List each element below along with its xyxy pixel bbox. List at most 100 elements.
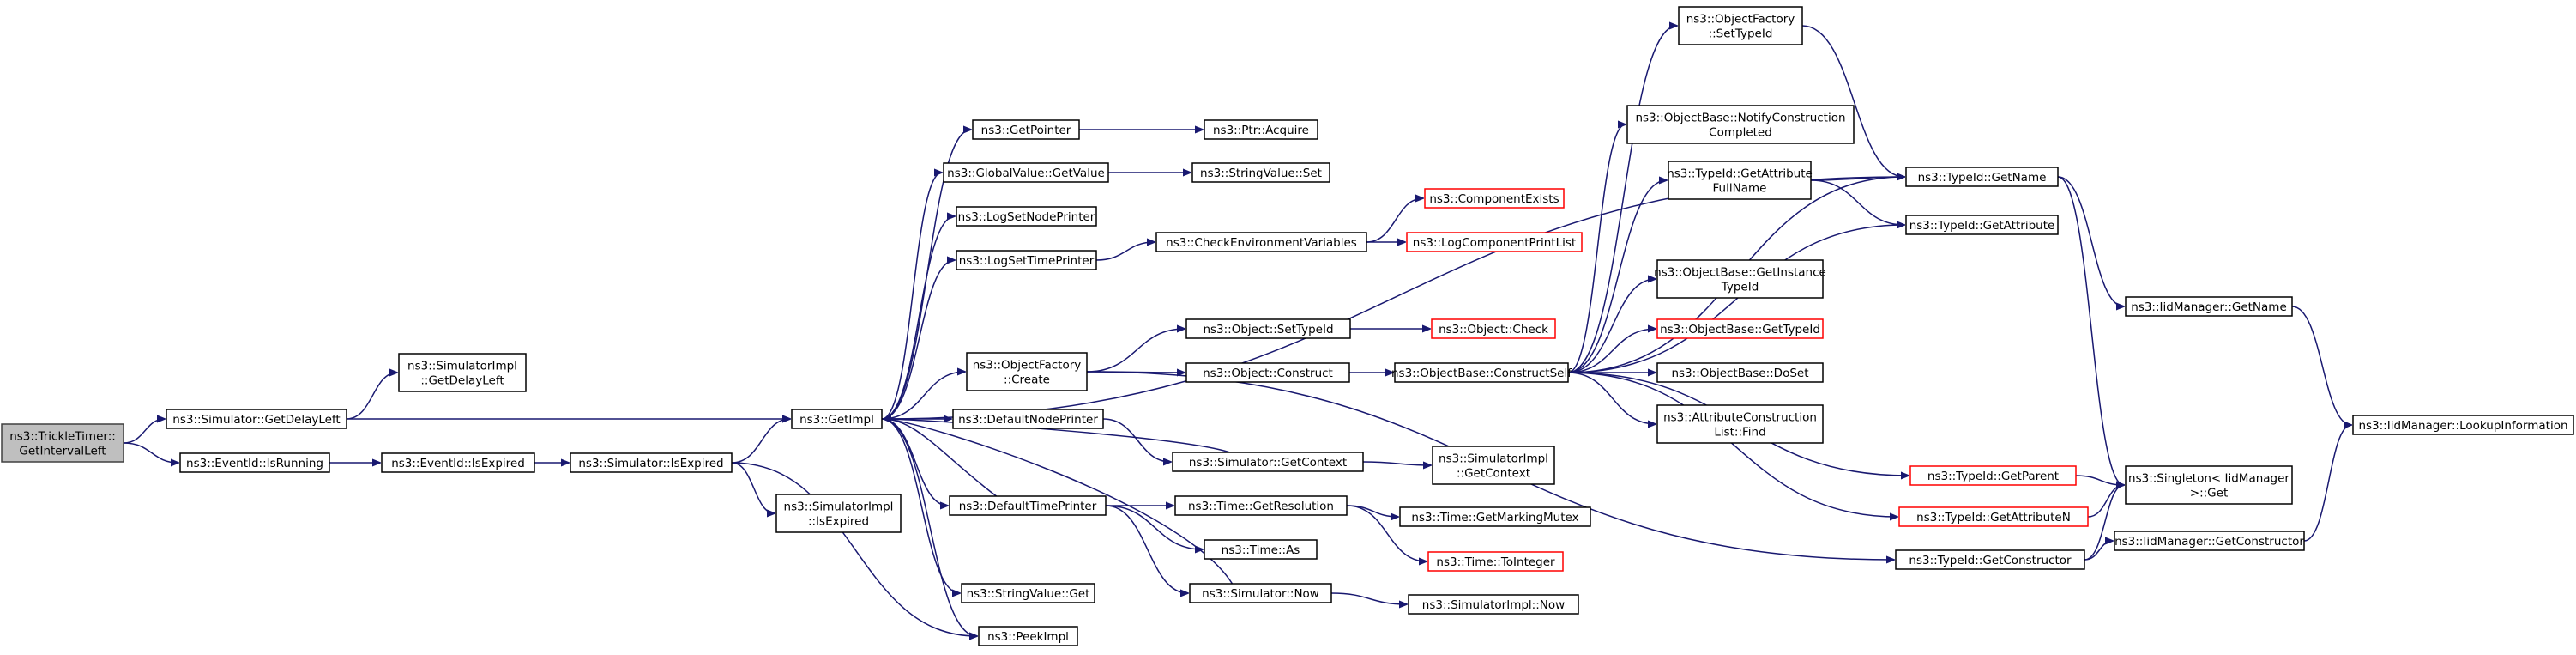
node-label: FullName: [1713, 182, 1767, 196]
node-siie[interactable]: ns3::SimulatorImpl::IsExpired: [775, 494, 902, 533]
node-label: ns3::PeekImpl: [987, 630, 1069, 644]
edge-gi-to-svg: [881, 418, 960, 593]
node-dtp[interactable]: ns3::DefaultTimePrinter: [949, 495, 1107, 516]
node-gdl[interactable]: ns3::Simulator::GetDelayLeft: [166, 409, 347, 429]
node-box: [1678, 6, 1803, 45]
node-label: ::SetTypeId: [1709, 27, 1773, 41]
node-obgt[interactable]: ns3::ObjectBase::GetTypeId: [1656, 318, 1824, 339]
node-label: ns3::DefaultNodePrinter: [958, 413, 1098, 427]
node-label: ns3::Singleton< IidManager: [2128, 472, 2289, 486]
edge-sgc-to-sigc: [1362, 461, 1431, 465]
edge-gi-to-gvgv: [881, 173, 942, 420]
node-eie[interactable]: ns3::EventId::IsExpired: [381, 452, 535, 473]
node-box: [1204, 539, 1318, 560]
node-box: [961, 583, 1095, 603]
node-dnp[interactable]: ns3::DefaultNodePrinter: [952, 409, 1104, 429]
node-tigc[interactable]: ns3::TypeId::GetConstructor: [1895, 549, 2085, 570]
node-obnc[interactable]: ns3::ObjectBase::NotifyConstructionCompl…: [1626, 105, 1855, 144]
node-label: ns3::TypeId::GetAttribute: [1667, 167, 1813, 181]
node-lcpl[interactable]: ns3::LogComponentPrintList: [1406, 232, 1583, 252]
node-label: ns3::DefaultTimePrinter: [959, 500, 1097, 513]
node-svs[interactable]: ns3::StringValue::Set: [1191, 162, 1330, 183]
node-oc[interactable]: ns3::Object::Check: [1431, 318, 1556, 339]
node-cev[interactable]: ns3::CheckEnvironmentVariables: [1155, 232, 1367, 252]
node-label: ns3::SimulatorImpl: [784, 500, 894, 514]
edge-sn-to-sin: [1330, 592, 1407, 604]
edge-tt-to-gdl: [123, 419, 165, 444]
node-box: [1656, 404, 1824, 444]
node-label: ns3::TypeId::GetName: [1918, 171, 2047, 185]
node-box: [1, 423, 124, 463]
node-pa[interactable]: ns3::Ptr::Acquire: [1204, 119, 1318, 140]
node-tgmm[interactable]: ns3::Time::GetMarkingMutex: [1399, 506, 1591, 527]
node-label: ns3::GetPointer: [981, 124, 1071, 137]
node-box: [1432, 446, 1555, 485]
node-box: [966, 352, 1088, 391]
node-label: ns3::Simulator::GetContext: [1189, 456, 1347, 470]
node-ofst[interactable]: ns3::ObjectFactory::SetTypeId: [1678, 6, 1803, 45]
node-label: ns3::Object::Check: [1439, 323, 1548, 337]
node-sgc[interactable]: ns3::Simulator::GetContext: [1172, 452, 1364, 472]
node-imgc[interactable]: ns3::IidManager::GetConstructor: [2114, 531, 2305, 551]
node-tti[interactable]: ns3::Time::ToInteger: [1427, 551, 1564, 572]
node-sigdl[interactable]: ns3::SimulatorImpl::GetDelayLeft: [398, 353, 527, 392]
node-sn[interactable]: ns3::Simulator::Now: [1189, 583, 1332, 603]
node-tiga[interactable]: ns3::TypeId::GetAttribute: [1905, 215, 2059, 235]
edge-obcs-to-obgt: [1567, 329, 1656, 373]
edge-tigc-to-imgc: [2084, 541, 2113, 561]
node-obcs[interactable]: ns3::ObjectBase::ConstructSelf: [1391, 362, 1572, 383]
node-box: [179, 452, 330, 473]
node-box: [2114, 531, 2305, 551]
node-sie[interactable]: ns3::Simulator::IsExpired: [570, 452, 733, 473]
node-lstp[interactable]: ns3::LogSetTimePrinter: [956, 250, 1097, 270]
node-box: [2352, 415, 2574, 435]
node-box: [1185, 318, 1351, 339]
node-gi[interactable]: ns3::GetImpl: [791, 409, 883, 429]
node-box: [1172, 452, 1364, 472]
node-box: [1174, 495, 1348, 516]
node-sin[interactable]: ns3::SimulatorImpl::Now: [1408, 594, 1579, 615]
node-box: [1895, 549, 2085, 570]
node-tt[interactable]: ns3::TrickleTimer::GetIntervalLeft: [1, 423, 124, 463]
node-ocon[interactable]: ns3::Object::Construct: [1185, 362, 1350, 383]
node-pi[interactable]: ns3::PeekImpl: [978, 626, 1078, 646]
edge-imgn-to-imli: [2291, 306, 2351, 425]
node-lsnp[interactable]: ns3::LogSetNodePrinter: [956, 206, 1097, 227]
node-ost[interactable]: ns3::Object::SetTypeId: [1185, 318, 1351, 339]
edge-dtp-to-sn: [1105, 505, 1188, 593]
node-imli[interactable]: ns3::IidManager::LookupInformation: [2352, 415, 2574, 435]
node-label: ns3::ObjectBase::ConstructSelf: [1391, 367, 1572, 380]
edge-tigafn-to-tiga: [1810, 179, 1904, 225]
edge-tt-to-eir: [123, 442, 178, 463]
node-box: [972, 119, 1080, 140]
node-svg[interactable]: ns3::StringValue::Get: [961, 583, 1095, 603]
node-gvgv[interactable]: ns3::GlobalValue::GetValue: [943, 162, 1109, 183]
node-label: ns3::Simulator::Now: [1202, 587, 1319, 601]
node-eir[interactable]: ns3::EventId::IsRunning: [179, 452, 330, 473]
node-ce[interactable]: ns3::ComponentExists: [1424, 188, 1565, 209]
node-box: [1431, 318, 1556, 339]
node-tgr[interactable]: ns3::Time::GetResolution: [1174, 495, 1348, 516]
node-gp[interactable]: ns3::GetPointer: [972, 119, 1080, 140]
node-tigp[interactable]: ns3::TypeId::GetParent: [1909, 465, 2077, 486]
nodes-layer: ns3::TrickleTimer::GetIntervalLeftns3::S…: [1, 6, 2574, 646]
node-label: ns3::ObjectBase::NotifyConstruction: [1635, 112, 1845, 125]
node-box: [1668, 161, 1812, 200]
node-tigan[interactable]: ns3::TypeId::GetAttributeN: [1898, 506, 2089, 527]
node-ofc[interactable]: ns3::ObjectFactory::Create: [966, 352, 1088, 391]
node-sigc[interactable]: ns3::SimulatorImpl::GetContext: [1432, 446, 1555, 485]
node-tign[interactable]: ns3::TypeId::GetName: [1905, 167, 2059, 187]
edge-gi-to-lsnp: [881, 216, 955, 420]
edge-sn-to-gi: [884, 419, 1234, 585]
node-label: ns3::SimulatorImpl: [407, 360, 517, 373]
node-sig[interactable]: ns3::Singleton< IidManager >::Get: [2125, 465, 2293, 505]
node-tas[interactable]: ns3::Time::As: [1204, 539, 1318, 560]
node-obds[interactable]: ns3::ObjectBase::DoSet: [1656, 362, 1824, 383]
node-imgn[interactable]: ns3::IidManager::GetName: [2125, 296, 2293, 317]
edge-gi-to-pi: [881, 418, 977, 636]
node-label: ns3::LogSetNodePrinter: [958, 210, 1095, 224]
